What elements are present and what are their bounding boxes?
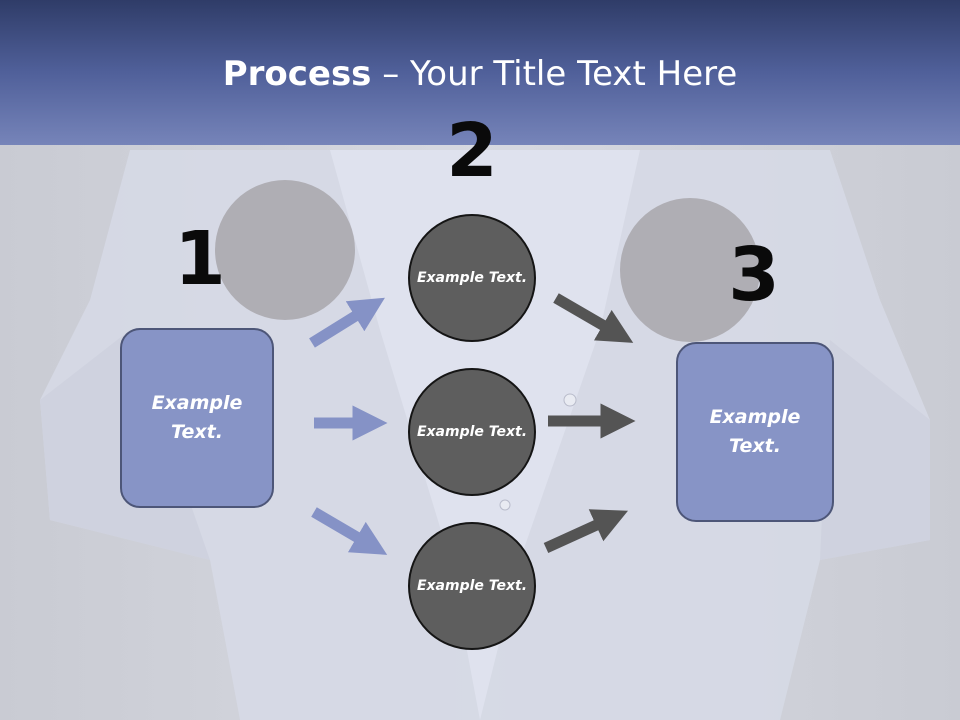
arrow-left-up bbox=[309, 297, 385, 348]
right-box-text: Example Text. bbox=[709, 406, 801, 457]
title-bar: Process – Your Title Text Here bbox=[0, 0, 960, 145]
step-number-3: 3 bbox=[728, 232, 780, 318]
step-number-1: 1 bbox=[174, 216, 226, 302]
step-number-2: 2 bbox=[446, 108, 498, 194]
circle-middle[interactable]: Example Text. bbox=[408, 368, 536, 496]
title-rest: – Your Title Text Here bbox=[371, 54, 738, 94]
left-box-text: Example Text. bbox=[151, 392, 243, 443]
circle-bottom-text: Example Text. bbox=[416, 577, 528, 594]
right-box[interactable]: Example Text. bbox=[676, 342, 834, 522]
left-box[interactable]: Example Text. bbox=[120, 328, 274, 508]
title-bold: Process bbox=[222, 54, 372, 94]
circle-bottom[interactable]: Example Text. bbox=[408, 522, 536, 650]
circle-middle-text: Example Text. bbox=[416, 423, 528, 440]
slide-title: Process – Your Title Text Here bbox=[0, 52, 960, 96]
arrow-left-down bbox=[311, 507, 388, 555]
circle-top[interactable]: Example Text. bbox=[408, 214, 536, 342]
circle-top-text: Example Text. bbox=[416, 269, 528, 286]
arrow-right-up bbox=[543, 509, 629, 554]
arrow-right-down bbox=[553, 293, 634, 343]
